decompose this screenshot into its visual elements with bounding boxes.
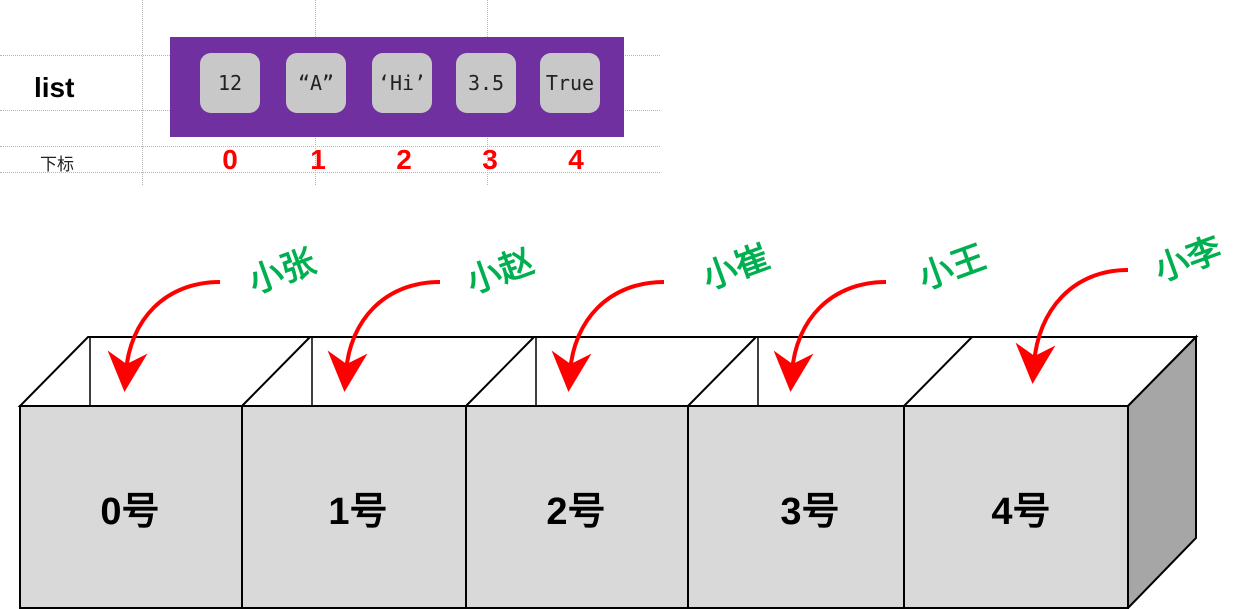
list-element: 12 <box>200 53 260 113</box>
index-number: 4 <box>568 144 584 175</box>
arrow-1 <box>327 280 441 392</box>
box-divider <box>687 336 757 407</box>
index-caption: 下标 <box>40 155 74 175</box>
box-front-1 <box>241 405 467 609</box>
box-front-4 <box>903 405 1129 609</box>
list-element: “A” <box>286 53 346 113</box>
box-label: 3号 <box>780 491 840 533</box>
list-element: True <box>540 53 600 113</box>
box-top-face <box>17 336 1199 407</box>
arrow-2 <box>551 280 665 392</box>
index-number: 1 <box>310 144 326 175</box>
index-number: 2 <box>396 144 412 175</box>
guide-line <box>0 172 660 173</box>
index-number: 3 <box>482 144 498 175</box>
guide-line <box>142 0 143 185</box>
box-label: 0号 <box>100 491 160 533</box>
list-label: list <box>34 72 75 103</box>
box-divider <box>903 336 973 407</box>
list-container: 12 “A” ‘Hi’ 3.5 True <box>170 37 624 137</box>
box-label: 1号 <box>328 491 388 533</box>
arrow-0 <box>107 280 221 392</box>
arrow-3 <box>773 280 887 392</box>
box-front-2 <box>465 405 689 609</box>
list-element: ‘Hi’ <box>372 53 432 113</box>
arrow-4 <box>1015 268 1129 384</box>
guide-line <box>0 146 660 147</box>
box-divider <box>241 336 311 407</box>
index-number: 0 <box>222 144 238 175</box>
list-element: 3.5 <box>456 53 516 113</box>
box-label: 2号 <box>546 491 606 533</box>
box-label: 4号 <box>991 491 1051 533</box>
box-divider <box>465 336 535 407</box>
box-front-0 <box>19 405 243 609</box>
